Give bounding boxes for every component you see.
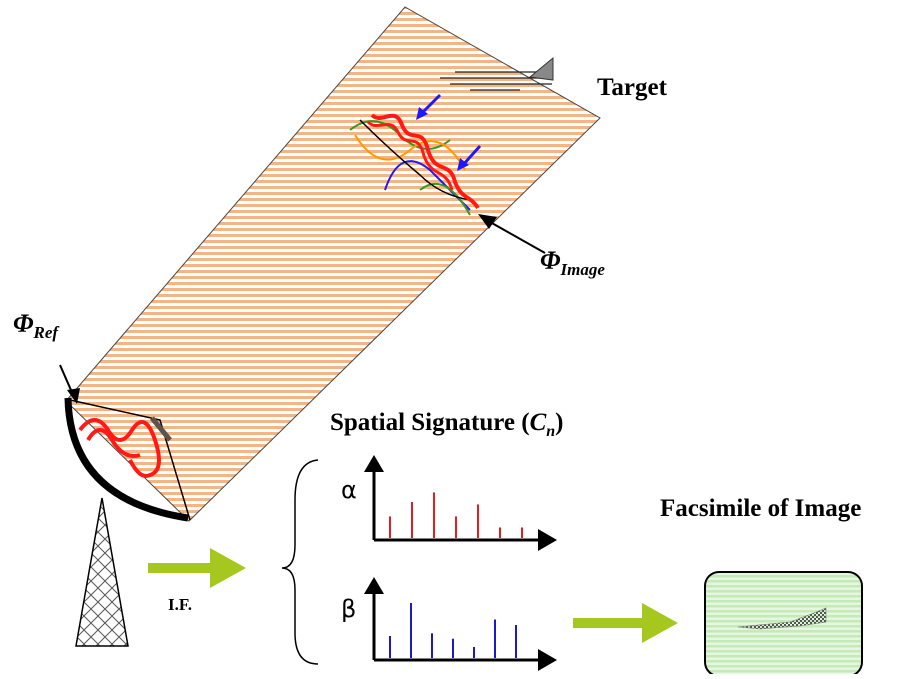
phi-image-symbol: Φ [540,246,561,275]
small-arrow-1 [416,107,428,120]
beta-label: β [341,595,357,623]
facsimile-label: Facsimile of Image [660,495,862,522]
if-arrow [148,548,246,588]
alpha-chart-axes [364,455,557,551]
radar-tower [75,497,129,647]
phi-image-pointer [482,217,546,254]
radar-beam [65,6,601,522]
facsimile-arrow [573,603,678,643]
spatial-signature-title: Spatial Signature (Cn) [330,410,564,440]
target-label: Target [597,74,667,101]
target-aircraft [440,56,554,91]
scattered-signals [349,113,480,216]
phi-ref-symbol: Φ [13,309,34,338]
if-label: I.F. [168,595,192,614]
spatial-signature-sub: n [546,423,556,440]
phi-image-subscript: Image [560,260,605,279]
phi-image-label: ΦImage [540,246,605,279]
spatial-signature-text: Spatial Signature ( [330,409,530,436]
phi-ref-subscript: Ref [33,323,59,342]
signature-brace [281,459,319,665]
phi-ref-label: ΦRef [13,309,59,342]
spatial-signature-close: ) [555,409,564,436]
beta-bars-group [389,603,517,658]
beta-chart-axes [364,577,557,671]
spatial-signature-var: C [529,409,547,436]
facsimile-aircraft [737,607,827,630]
radar-dish [64,397,191,522]
alpha-label: α [341,476,357,504]
small-arrow-2 [457,158,469,171]
alpha-bars-group [389,492,523,538]
